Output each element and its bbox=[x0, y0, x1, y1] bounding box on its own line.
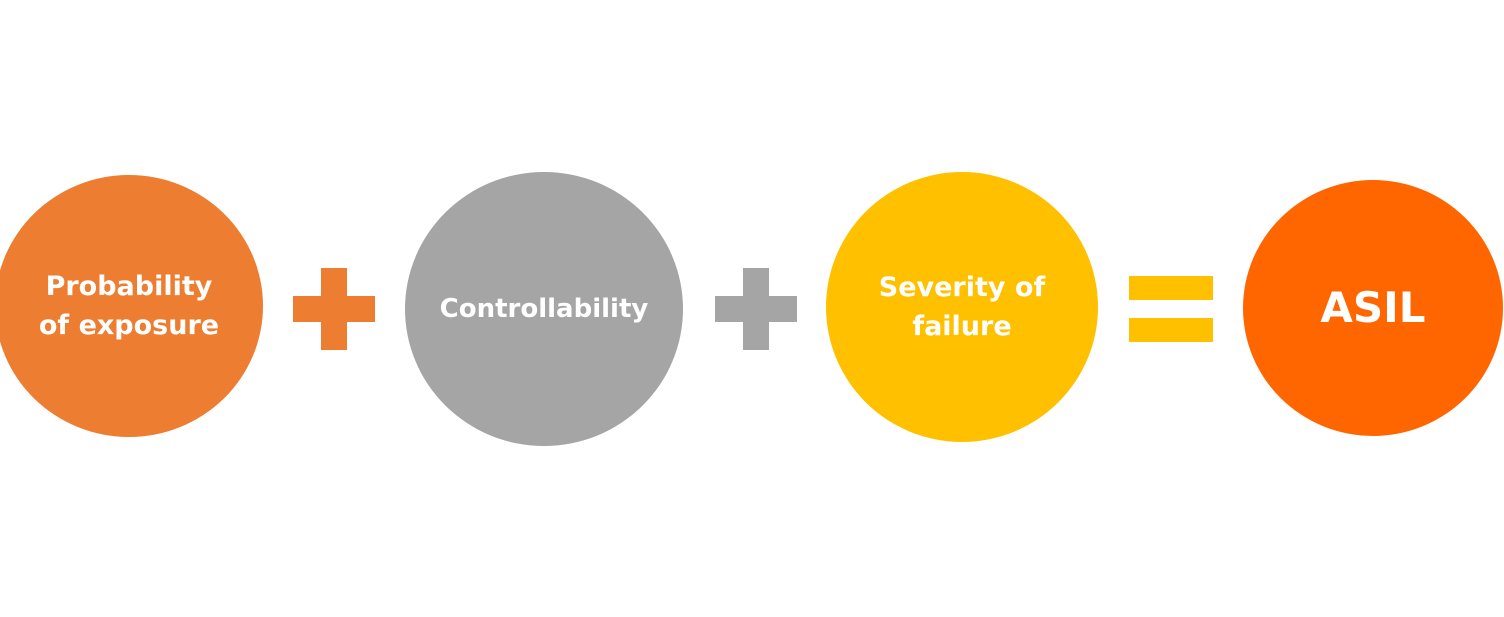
probability-of-exposure-circle: Probability of exposure bbox=[0, 175, 263, 437]
equals-icon bbox=[1129, 276, 1213, 342]
asil-label: ASIL bbox=[1320, 283, 1426, 332]
controllability-circle: Controllability bbox=[405, 172, 683, 446]
plus-vertical-bar bbox=[743, 268, 769, 350]
plus-vertical-bar bbox=[321, 268, 347, 350]
severity-of-failure-label: Severity of failure bbox=[878, 272, 1046, 342]
plus-icon bbox=[293, 268, 375, 350]
plus-icon bbox=[715, 268, 797, 350]
controllability-label: Controllability bbox=[439, 294, 649, 324]
equals-bottom-bar bbox=[1129, 318, 1213, 342]
probability-of-exposure-label: Probability of exposure bbox=[38, 271, 220, 341]
asil-result-circle: ASIL bbox=[1243, 180, 1503, 436]
severity-of-failure-circle: Severity of failure bbox=[826, 172, 1098, 442]
equals-top-bar bbox=[1129, 276, 1213, 300]
